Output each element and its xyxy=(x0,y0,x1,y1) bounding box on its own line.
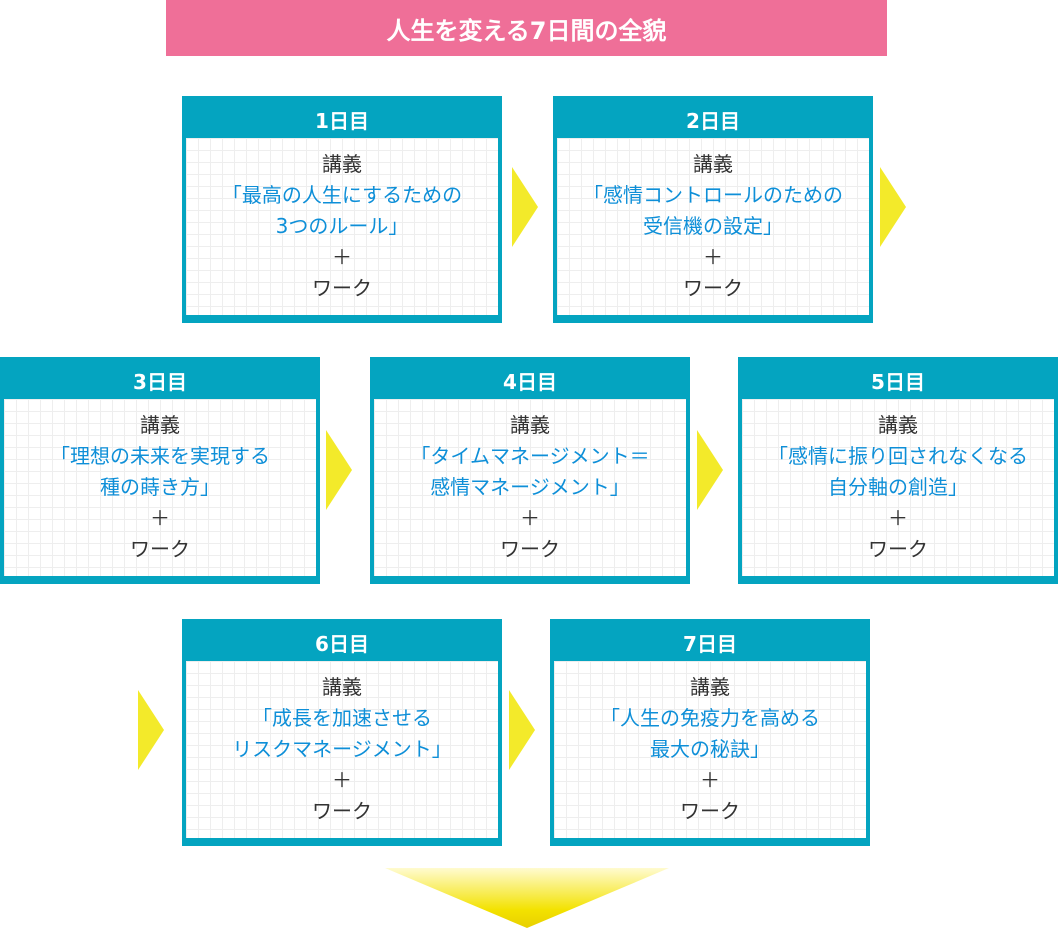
plus-sign: ＋ xyxy=(332,768,352,792)
day-card-3: 3日目 講義 「理想の未来を実現する 種の蒔き方」 ＋ ワーク xyxy=(0,357,320,584)
lecture-title-line: 「最高の人生にするための xyxy=(221,183,463,207)
day-header: 7日目 xyxy=(683,631,737,656)
lecture-title-line: 3つのルール」 xyxy=(275,214,409,238)
lecture-label: 講義 xyxy=(140,413,180,437)
work-label: ワーク xyxy=(868,537,928,561)
day-content: 講義 「最高の人生にするための 3つのルール」 ＋ ワーク xyxy=(186,138,498,315)
plus-sign: ＋ xyxy=(332,245,352,269)
day-header: 1日目 xyxy=(315,108,369,133)
day-content: 講義 「感情に振り回されなくなる 自分軸の創造」 ＋ ワーク xyxy=(742,399,1054,576)
plus-sign: ＋ xyxy=(700,768,720,792)
lecture-title-line: 「タイムマネージメント＝ xyxy=(410,444,650,468)
next-arrow-icon xyxy=(326,430,352,510)
lecture-title-line: 「理想の未来を実現する xyxy=(50,444,270,468)
work-label: ワーク xyxy=(130,537,190,561)
lecture-title-line: 受信機の設定」 xyxy=(643,214,783,238)
lecture-title-line: 「人生の免疫力を高める xyxy=(600,706,820,730)
day-card-6: 6日目 講義 「成長を加速させる リスクマネージメント」 ＋ ワーク xyxy=(182,619,502,846)
next-arrow-icon xyxy=(880,167,906,247)
lecture-title-line: リスクマネージメント」 xyxy=(232,737,452,761)
day-content: 講義 「タイムマネージメント＝ 感情マネージメント」 ＋ ワーク xyxy=(374,399,686,576)
day-content: 講義 「人生の免疫力を高める 最大の秘訣」 ＋ ワーク xyxy=(554,661,866,838)
lecture-title-line: 自分軸の創造」 xyxy=(828,475,968,499)
day-header: 6日目 xyxy=(315,631,369,656)
work-label: ワーク xyxy=(312,799,372,823)
page-banner: 人生を変える7日間の全貌 xyxy=(166,0,887,56)
lecture-label: 講義 xyxy=(693,152,733,176)
plus-sign: ＋ xyxy=(703,245,723,269)
day-card-7: 7日目 講義 「人生の免疫力を高める 最大の秘訣」 ＋ ワーク xyxy=(550,619,870,846)
work-label: ワーク xyxy=(683,276,743,300)
day-header: 2日目 xyxy=(686,108,740,133)
plus-sign: ＋ xyxy=(150,506,170,530)
day-header: 3日目 xyxy=(133,369,187,394)
down-arrow-icon xyxy=(385,868,669,928)
day-content: 講義 「成長を加速させる リスクマネージメント」 ＋ ワーク xyxy=(186,661,498,838)
lecture-label: 講義 xyxy=(322,675,362,699)
lecture-label: 講義 xyxy=(322,152,362,176)
day-card-2: 2日目 講義 「感情コントロールのための 受信機の設定」 ＋ ワーク xyxy=(553,96,873,323)
day-card-1: 1日目 講義 「最高の人生にするための 3つのルール」 ＋ ワーク xyxy=(182,96,502,323)
day-card-4: 4日目 講義 「タイムマネージメント＝ 感情マネージメント」 ＋ ワーク xyxy=(370,357,690,584)
lecture-label: 講義 xyxy=(510,413,550,437)
next-arrow-icon xyxy=(138,690,164,770)
next-arrow-icon xyxy=(509,690,535,770)
work-label: ワーク xyxy=(312,276,372,300)
work-label: ワーク xyxy=(680,799,740,823)
lecture-title-line: 種の蒔き方」 xyxy=(100,475,220,499)
plus-sign: ＋ xyxy=(520,506,540,530)
day-content: 講義 「理想の未来を実現する 種の蒔き方」 ＋ ワーク xyxy=(4,399,316,576)
next-arrow-icon xyxy=(697,430,723,510)
lecture-title-line: 「感情に振り回されなくなる xyxy=(768,444,1028,468)
next-arrow-icon xyxy=(512,167,538,247)
day-card-5: 5日目 講義 「感情に振り回されなくなる 自分軸の創造」 ＋ ワーク xyxy=(738,357,1058,584)
day-header: 5日目 xyxy=(871,369,925,394)
lecture-label: 講義 xyxy=(878,413,918,437)
lecture-title-line: 「感情コントロールのための xyxy=(583,183,843,207)
plus-sign: ＋ xyxy=(888,506,908,530)
lecture-title-line: 「成長を加速させる xyxy=(252,706,432,730)
day-content: 講義 「感情コントロールのための 受信機の設定」 ＋ ワーク xyxy=(557,138,869,315)
work-label: ワーク xyxy=(500,537,560,561)
lecture-title-line: 感情マネージメント」 xyxy=(430,475,630,499)
day-header: 4日目 xyxy=(503,369,557,394)
banner-title: 人生を変える7日間の全貌 xyxy=(386,16,667,45)
lecture-title-line: 最大の秘訣」 xyxy=(650,737,770,761)
lecture-label: 講義 xyxy=(690,675,730,699)
